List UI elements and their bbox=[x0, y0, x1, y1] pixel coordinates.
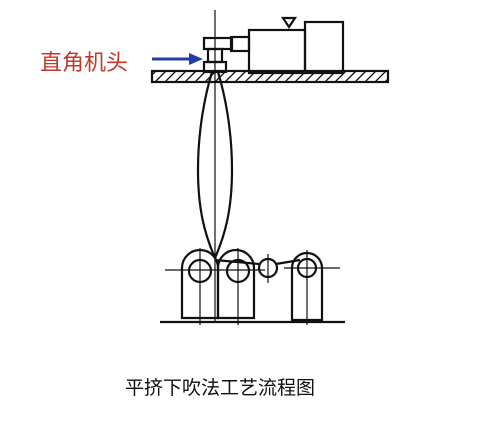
platform-hatch bbox=[334, 71, 347, 82]
die-head-label: 直角机头 bbox=[40, 51, 128, 76]
guide-roller bbox=[257, 254, 279, 283]
diagram-caption: 平挤下吹法工艺流程图 bbox=[125, 377, 315, 399]
platform-hatch bbox=[154, 71, 167, 82]
platform-hatch bbox=[174, 71, 187, 82]
hopper-icon bbox=[280, 16, 298, 29]
extruder bbox=[229, 20, 345, 75]
platform-hatch bbox=[364, 71, 377, 82]
platform-hatch bbox=[234, 71, 247, 82]
platform-hatch bbox=[354, 71, 367, 82]
right-angle-die-head bbox=[202, 36, 234, 74]
platform-hatch bbox=[374, 71, 387, 82]
platform-hatch bbox=[384, 78, 388, 82]
platform-hatch bbox=[344, 71, 357, 82]
platform-hatch bbox=[395, 71, 406, 82]
die-head-arrow bbox=[152, 53, 203, 65]
platform-hatch bbox=[164, 71, 177, 82]
platform-hatch bbox=[224, 71, 237, 82]
film-path bbox=[214, 258, 301, 266]
platform-hatch bbox=[152, 71, 157, 76]
platform-hatch bbox=[184, 71, 197, 82]
